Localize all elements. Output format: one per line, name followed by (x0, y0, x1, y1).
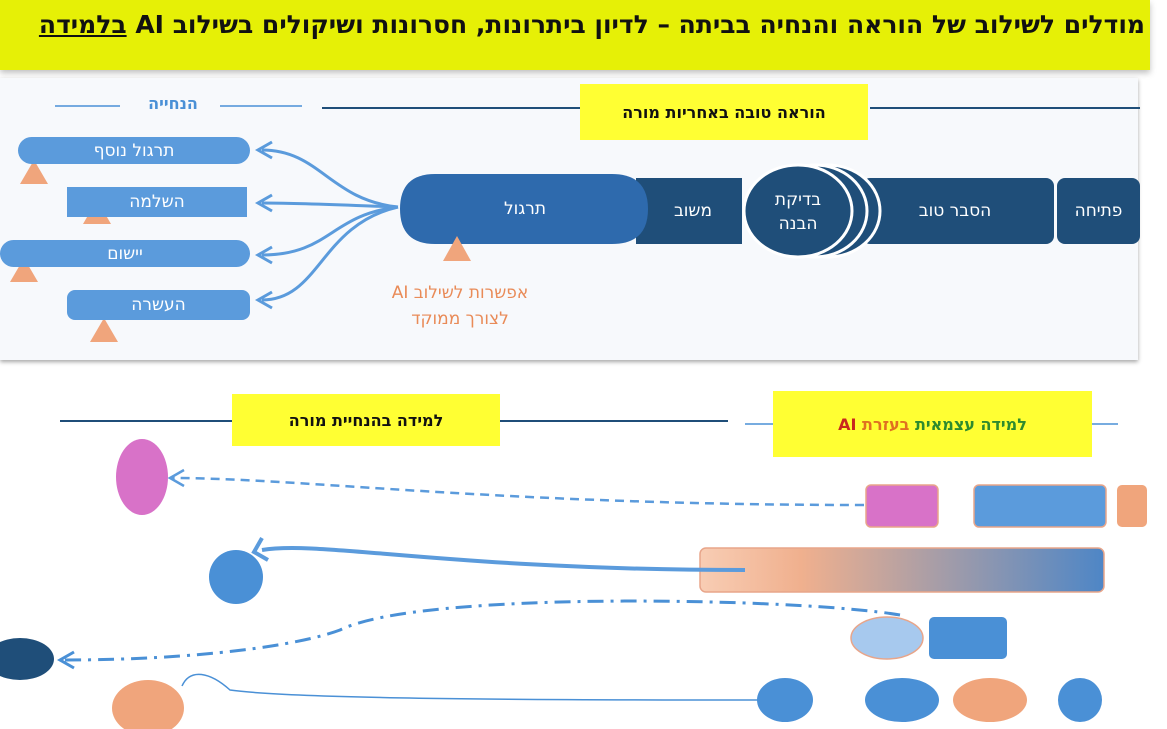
teaching-responsibility-label: הוראה טובה באחריות מורה (580, 84, 868, 140)
row1-orange-block (1117, 485, 1147, 527)
self-learning-word3: בעזרת (862, 414, 910, 434)
stage-practice: תרגול (503, 199, 547, 219)
guidance-application: יישום (0, 240, 250, 267)
row1-blue-block (973, 484, 1107, 528)
row1-magenta-ellipse (116, 439, 168, 515)
guidance-header: הנחייה (148, 94, 198, 113)
stage-explanation: הסבר טוב (918, 201, 992, 221)
arrow-application (261, 205, 399, 257)
ai-triangle-4 (90, 318, 118, 342)
self-learning-ai: AI (838, 414, 857, 434)
row4-circle-4 (1058, 678, 1102, 722)
guidance-completion: השלמה (67, 187, 247, 217)
guidance-enrichment: העשרה (67, 290, 250, 320)
row4-thin-connector (181, 673, 759, 701)
row4-orange-blob (112, 680, 184, 729)
stage-feedback: משוב (673, 201, 713, 221)
title-underlined: בלמידה (38, 10, 127, 39)
stage-explanation-shape (862, 178, 1054, 244)
ai-option-note: אפשרות לשילוב AI לצורך ממוקד (360, 280, 560, 332)
arrow-enrichment (261, 205, 399, 302)
row3-light-ellipse (850, 616, 924, 660)
row2-gradient-bar (699, 547, 1105, 593)
title-main: מודלים לשילוב של הוראה והנחיה בביתה – לד… (135, 10, 1145, 39)
ai-triangle-3 (10, 258, 38, 282)
teacher-guided-learning-label: למידה בהנחיית מורה (232, 394, 500, 446)
row4-blue-ellipse (865, 678, 939, 722)
page-title: מודלים לשילוב של הוראה והנחיה בביתה – לד… (39, 10, 1145, 39)
row2-blue-circle (209, 550, 263, 604)
row4-circle-1 (757, 678, 813, 722)
stage-check-shape (742, 163, 854, 259)
stage-feedback-shape (636, 178, 742, 244)
stage-opening: פתיחה (1074, 201, 1123, 221)
row3-blue-block (929, 617, 1007, 659)
arrow-completion (261, 201, 399, 209)
ai-triangle-1 (20, 160, 48, 184)
self-learning-word1: למידה (980, 414, 1027, 434)
ai-triangle-practice (443, 236, 471, 261)
row4-orange-ellipse (953, 678, 1027, 722)
row2-solid-arrow (261, 545, 746, 572)
ai-self-learning-label: למידה עצמאית בעזרת AI (773, 391, 1092, 457)
row1-dashed-arrow (171, 476, 865, 507)
stage-check-understanding: בדיקת הבנה (748, 180, 848, 244)
ai-note-line1: אפשרות לשילוב AI (391, 283, 529, 303)
stage-check-line2: הבנה (778, 214, 818, 234)
ai-note-line2: לצורך ממוקד (411, 309, 509, 329)
guidance-extra-practice: תרגול נוסף (18, 137, 250, 164)
stage-check-line1: בדיקת (774, 190, 822, 210)
self-learning-word2: עצמאית (914, 414, 975, 434)
stage-opening-shape (1057, 178, 1140, 244)
stage-practice-shape (400, 174, 648, 244)
row3-dark-ellipse (0, 638, 54, 680)
row3-dashdot-arrow (61, 599, 901, 662)
title-banner (0, 0, 1150, 70)
row1-magenta-block (865, 484, 939, 528)
arrow-extra-practice (261, 148, 399, 209)
